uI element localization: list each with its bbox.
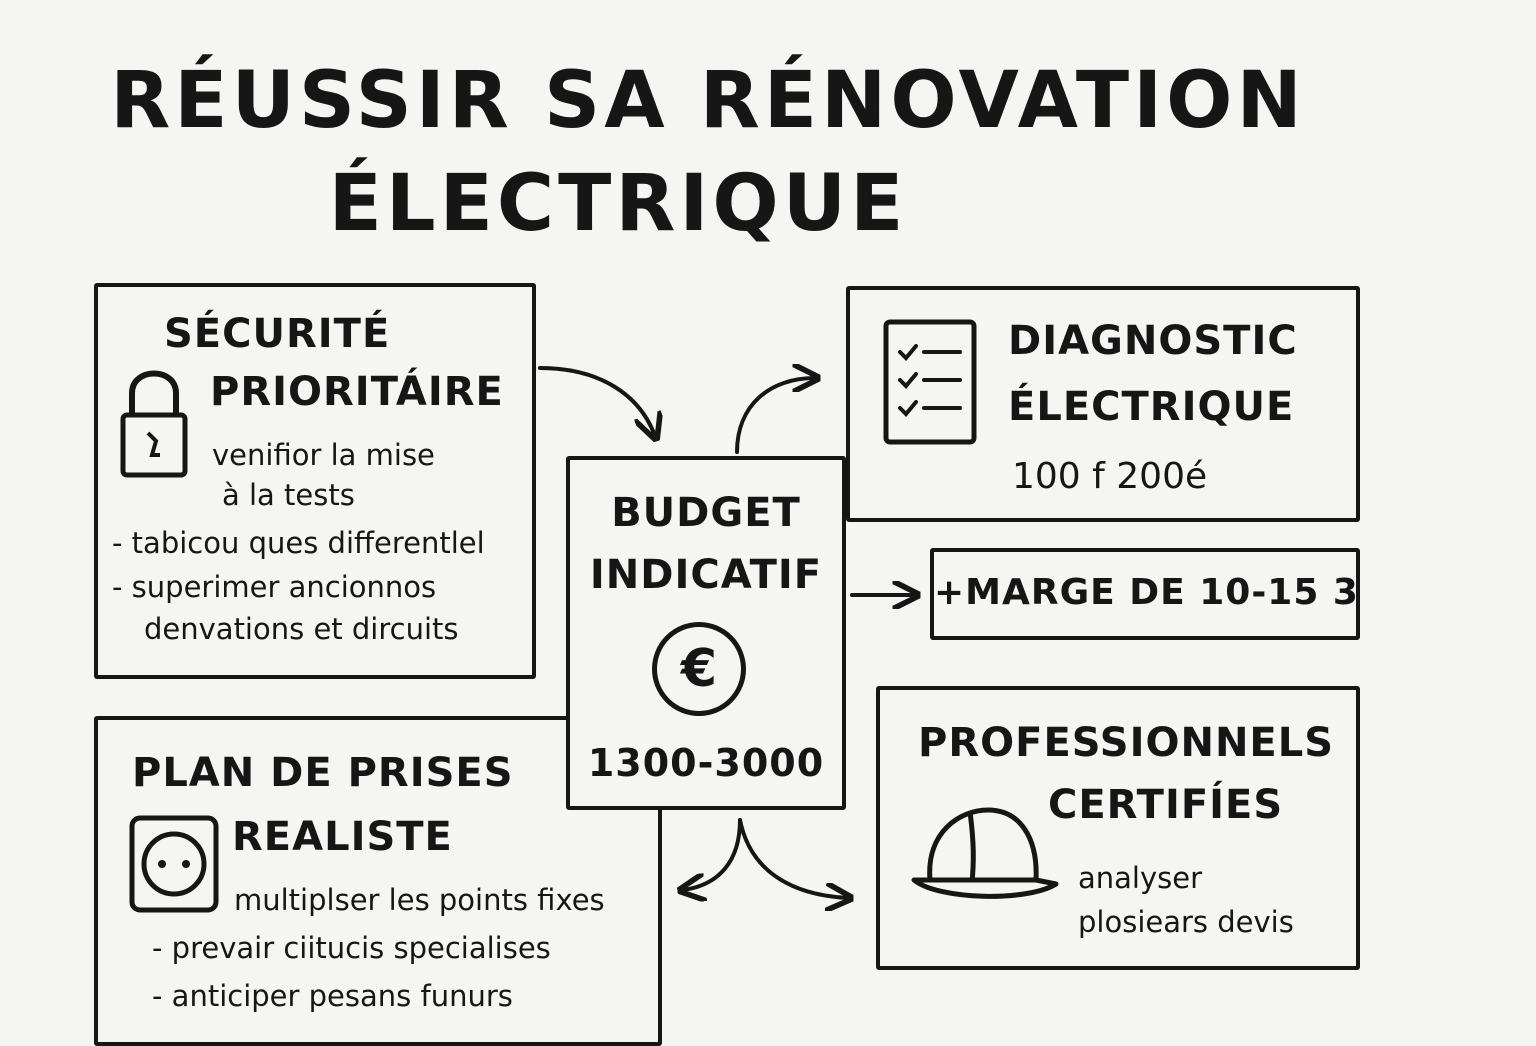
arrow-budget-to-diagnostic	[735, 378, 815, 454]
pros-heading-1: PROFESSIONNELS	[918, 720, 1335, 766]
page-title-line2: ÉLECTRIQUE	[328, 159, 908, 249]
securite-heading-1: SÉCURITÉ	[164, 311, 391, 357]
budget-heading-1: BUDGET	[611, 490, 801, 536]
budget-range: 1300-3000	[587, 741, 825, 785]
securite-card: SÉCURITÉ PRIORITÁIRE venifior la mise à …	[94, 283, 536, 679]
socket-icon	[129, 815, 219, 913]
checklist-icon	[883, 319, 977, 445]
diagnostic-card: DIAGNOSTIC ÉLECTRIQUE 100 f 200é	[846, 286, 1360, 522]
securite-bullet-1: - tabicou ques differentlel	[112, 526, 485, 560]
plan-bullet-1: - prevair ciitucis specialises	[152, 931, 551, 965]
plan-text-1: multiplser les points fixes	[234, 883, 605, 917]
budget-card: BUDGET INDICATIF € 1300-3000	[566, 456, 846, 810]
securite-bullet-2: - superimer ancionnos	[112, 570, 437, 604]
diagnostic-heading-2: ÉLECTRIQUE	[1008, 384, 1295, 430]
padlock-icon	[120, 370, 188, 478]
securite-text-1: venifior la mise	[212, 438, 435, 472]
hard-hat-icon	[911, 807, 1059, 899]
marge-card: +MARGE DE 10-15 3	[930, 548, 1360, 640]
page-title-line1: RÉUSSIR SA RÉNOVATION	[110, 56, 1306, 146]
pros-heading-2: CERTIFÍES	[1048, 782, 1284, 828]
marge-label: +MARGE DE 10-15 3	[934, 572, 1359, 613]
budget-heading-2: INDICATIF	[589, 552, 823, 598]
plan-bullet-2: - anticiper pesans funurs	[152, 979, 513, 1013]
securite-heading-2: PRIORITÁIRE	[210, 369, 504, 415]
securite-text-2: à la tests	[222, 478, 355, 512]
plan-heading-2: REALISTE	[232, 814, 453, 860]
diagnostic-heading-1: DIAGNOSTIC	[1008, 318, 1298, 364]
arrow-budget-to-plan	[683, 818, 742, 890]
pros-text-2: plosiears devis	[1078, 905, 1294, 939]
diagnostic-price: 100 f 200é	[1012, 456, 1208, 497]
arrow-securite-to-budget	[538, 366, 655, 436]
arrow-budget-to-pros	[738, 818, 848, 898]
euro-icon: €	[652, 622, 746, 716]
plan-heading-1: PLAN DE PRISES	[132, 750, 514, 796]
pros-card: PROFESSIONNELS CERTIFÍES analyser plosie…	[876, 686, 1360, 970]
pros-text-1: analyser	[1078, 861, 1203, 895]
securite-bullet-3: denvations et dircuits	[144, 612, 459, 646]
